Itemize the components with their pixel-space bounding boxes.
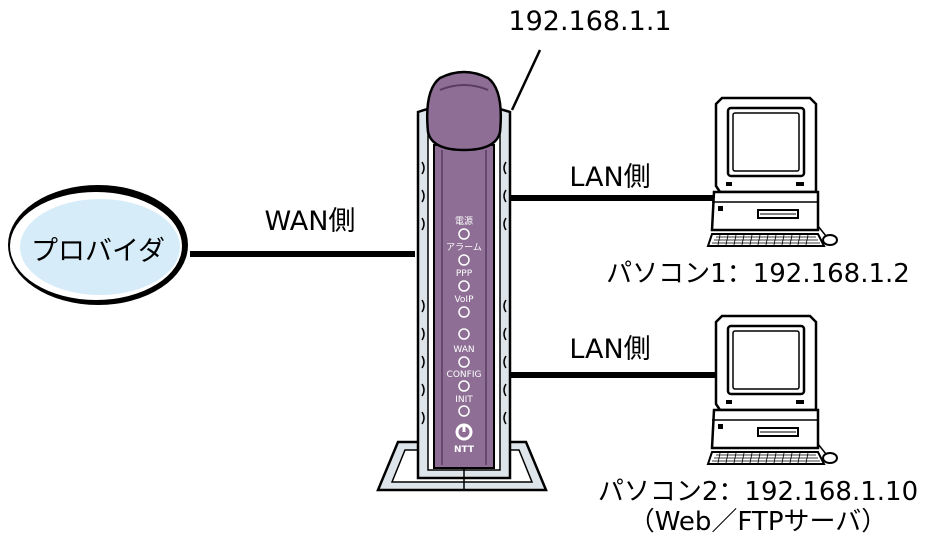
led-label: 電源: [455, 216, 473, 227]
pc-2-label: パソコン2：192.168.1.10: [598, 477, 918, 507]
lan-label-1: LAN側: [569, 162, 650, 193]
router-ip-arrow: [512, 50, 540, 110]
led-label: CONFIG: [447, 370, 482, 380]
provider-label: プロバイダ: [31, 236, 165, 267]
router: 電源 アラーム PPP VoIP WAN CONFIG INIT: [378, 72, 546, 490]
led-label: アラーム: [446, 242, 482, 253]
lan-label-2: LAN側: [569, 334, 650, 365]
pc-2-sublabel: （Web／FTPサーバ）: [629, 507, 887, 537]
led-label: PPP: [456, 269, 473, 279]
led-label: WAN: [453, 345, 474, 355]
pc-2-computer-icon: [708, 316, 837, 464]
led-label: VoIP: [454, 295, 474, 305]
pc-1-computer-icon: [708, 98, 837, 246]
pc-1-label: パソコン1：192.168.1.2: [606, 259, 910, 289]
ntt-logo-text: NTT: [454, 445, 475, 455]
wan-label: WAN側: [265, 206, 356, 237]
router-ip-label: 192.168.1.1: [508, 6, 671, 37]
led-label: INIT: [455, 395, 473, 405]
